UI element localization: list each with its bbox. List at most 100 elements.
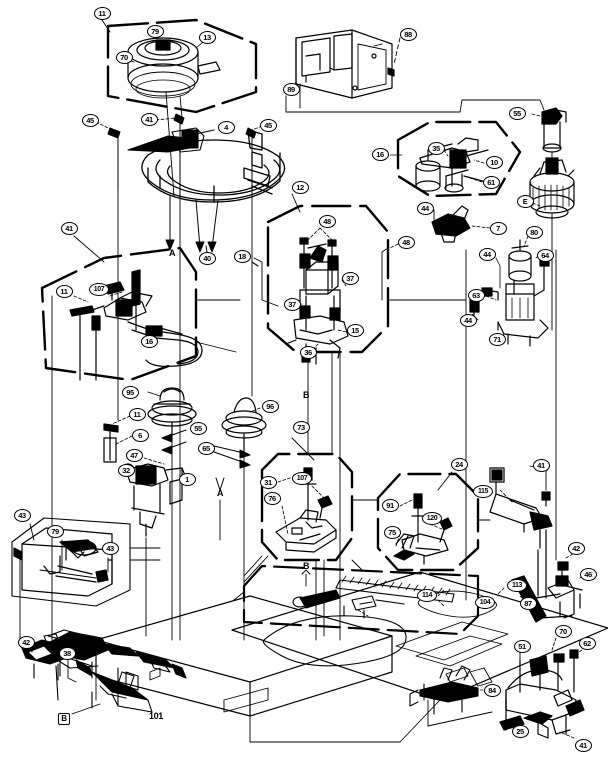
assembly-84-link (409, 665, 479, 715)
part-89-control-housing (295, 29, 395, 99)
callout-70[interactable]: 70 (554, 624, 572, 638)
callout-44[interactable]: 44 (416, 201, 434, 215)
assembly-42-bracket (21, 633, 153, 713)
callout-37[interactable]: 37 (283, 297, 301, 311)
callout-6[interactable]: 6 (131, 428, 149, 442)
callout-4[interactable]: 4 (217, 120, 235, 134)
callout-38[interactable]: 38 (58, 646, 76, 660)
callout-43[interactable]: 43 (101, 541, 119, 555)
callout-42[interactable]: 42 (17, 635, 35, 649)
callout-16[interactable]: 16 (140, 334, 158, 348)
callout-61[interactable]: 61 (482, 175, 500, 189)
callout-41[interactable]: 41 (60, 221, 78, 235)
callout-107[interactable]: 107 (292, 471, 312, 485)
callout-63[interactable]: 63 (467, 288, 485, 302)
callout-42[interactable]: 42 (567, 541, 585, 555)
callout-15[interactable]: 15 (346, 323, 364, 337)
callout-7[interactable]: 7 (489, 221, 507, 235)
callout-41[interactable]: 41 (532, 458, 550, 472)
callout-79[interactable]: 79 (146, 24, 164, 38)
detail-box-24 (376, 472, 480, 572)
callout-89[interactable]: 89 (282, 82, 300, 96)
callout-B[interactable]: B (302, 389, 310, 400)
assembly-41-hose (69, 269, 203, 381)
fasteners-top (107, 113, 257, 197)
assembly-115-arm (489, 467, 553, 599)
callout-64[interactable]: 64 (536, 248, 554, 262)
callout-76[interactable]: 76 (263, 491, 281, 505)
callout-11[interactable]: 11 (128, 407, 146, 421)
callout-43[interactable]: 43 (13, 508, 31, 522)
callout-75[interactable]: 75 (383, 525, 401, 539)
chassis-hardware (45, 629, 187, 707)
callout-84[interactable]: 84 (483, 683, 501, 697)
callout-91[interactable]: 91 (381, 498, 399, 512)
callout-79[interactable]: 79 (46, 524, 64, 538)
assembly-25-panel (499, 649, 585, 739)
callout-A[interactable]: A (168, 247, 176, 258)
callout-1[interactable]: 1 (178, 472, 196, 486)
callout-E[interactable]: E (516, 194, 534, 208)
callout-41[interactable]: 41 (140, 112, 158, 126)
callout-88[interactable]: 88 (399, 27, 417, 41)
callout-115[interactable]: 115 (473, 484, 493, 498)
callout-96[interactable]: 96 (261, 399, 279, 413)
callout-120[interactable]: 120 (422, 511, 442, 525)
part-E-motor (529, 157, 575, 219)
callout-18[interactable]: 18 (233, 249, 251, 263)
assembly-12-internal (285, 237, 349, 365)
callout-55[interactable]: 55 (508, 106, 526, 120)
callout-B[interactable]: B (302, 560, 310, 571)
detail-box-12 (266, 204, 390, 354)
callout-87[interactable]: 87 (519, 596, 537, 610)
callout-31[interactable]: 31 (259, 475, 277, 489)
detail-box-73 (260, 452, 354, 562)
callout-12[interactable]: 12 (291, 180, 309, 194)
callout-36[interactable]: 36 (299, 345, 317, 359)
detail-box-11 (106, 18, 258, 114)
callout-41[interactable]: 41 (574, 738, 592, 752)
callout-80[interactable]: 80 (525, 225, 543, 239)
callout-35[interactable]: 35 (427, 141, 445, 155)
callout-32[interactable]: 32 (117, 463, 135, 477)
alignment-arrows-mid (161, 429, 251, 469)
reference-lines (95, 299, 491, 743)
callout-37[interactable]: 37 (341, 271, 359, 285)
callout-55[interactable]: 55 (189, 421, 207, 435)
callout-11[interactable]: 11 (93, 6, 111, 20)
callout-16[interactable]: 16 (371, 147, 389, 161)
callout-101[interactable]: 101 (149, 710, 163, 721)
callout-95[interactable]: 95 (121, 385, 139, 399)
callout-A[interactable]: A (216, 487, 224, 498)
callout-65[interactable]: 65 (197, 441, 215, 455)
callout-107[interactable]: 107 (89, 282, 109, 296)
callout-114[interactable]: 114 (417, 588, 437, 602)
alignment-arrows-top (165, 195, 219, 253)
callout-71[interactable]: 71 (488, 332, 506, 346)
callout-10[interactable]: 10 (485, 155, 503, 169)
callout-104[interactable]: 104 (475, 595, 495, 609)
callout-24[interactable]: 24 (450, 457, 468, 471)
callout-B[interactable]: B (58, 713, 70, 725)
callout-45[interactable]: 45 (81, 113, 99, 127)
callout-25[interactable]: 25 (511, 724, 529, 738)
part-96-knob (221, 397, 267, 455)
callout-73[interactable]: 73 (292, 420, 310, 434)
part-95-knob (147, 387, 197, 441)
callout-62[interactable]: 62 (578, 636, 596, 650)
callout-113[interactable]: 113 (507, 578, 527, 592)
assembly-79-reservoir (13, 527, 113, 597)
callout-44[interactable]: 44 (478, 247, 496, 261)
callout-40[interactable]: 40 (198, 251, 216, 265)
callout-47[interactable]: 47 (125, 448, 143, 462)
callout-45[interactable]: 45 (259, 118, 277, 132)
callout-70[interactable]: 70 (115, 50, 133, 64)
detail-box-16 (396, 120, 522, 198)
callout-48[interactable]: 48 (397, 235, 415, 249)
callout-46[interactable]: 46 (579, 567, 597, 581)
callout-51[interactable]: 51 (513, 639, 531, 653)
callout-11[interactable]: 11 (55, 284, 73, 298)
callout-13[interactable]: 13 (198, 30, 216, 44)
callout-44[interactable]: 44 (459, 313, 477, 327)
callout-48[interactable]: 48 (318, 214, 336, 228)
